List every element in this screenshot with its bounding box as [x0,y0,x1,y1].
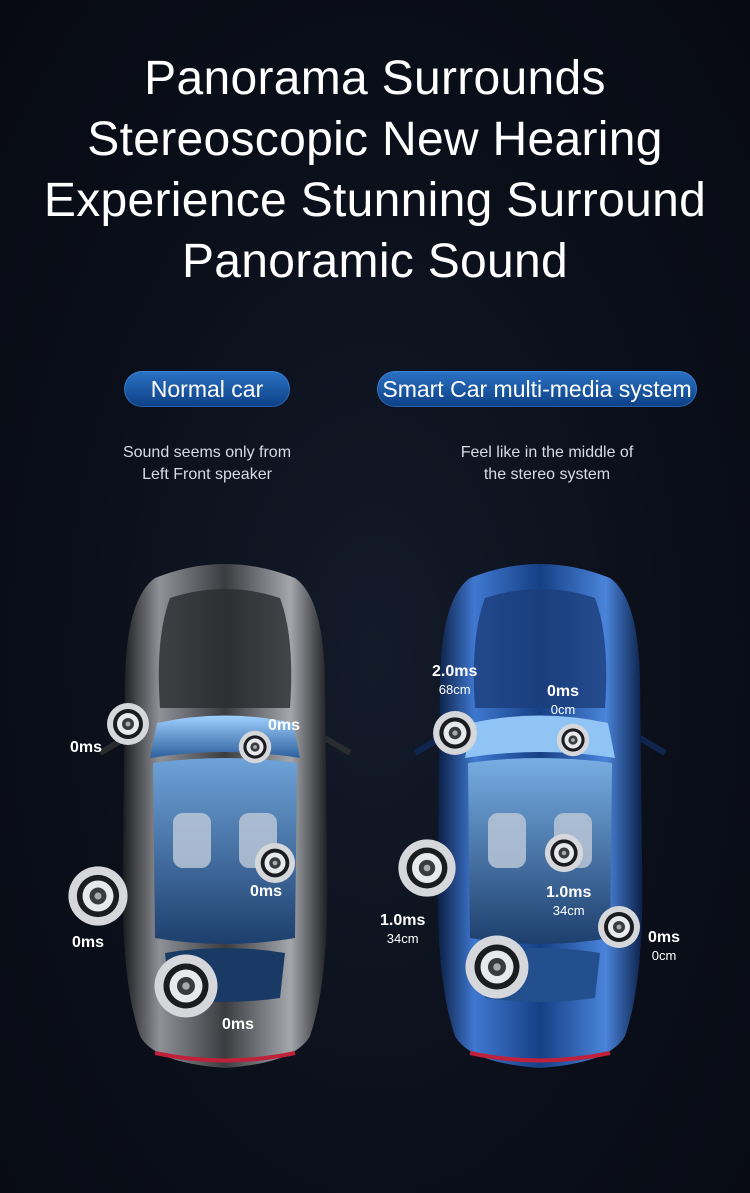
normal-car-badge: Normal car [124,371,290,407]
smart-speaker-side-label: 0ms 0cm [648,928,680,964]
smart-car-description-line-2: the stereo system [483,466,611,483]
speaker-front-left-label: 0ms [70,739,103,756]
speaker-icon [556,723,590,757]
normal-car-description-line-1: Sound seems only from [122,444,292,461]
smart-car-description-line-1: Feel like in the middle of [460,444,634,461]
headline-line-1: Panorama Surrounds [144,52,606,105]
speaker-icon [238,730,272,764]
smart-speaker-rear-right-delay: 1.0ms [546,884,592,901]
headline-line-4: Panoramic Sound [181,235,569,288]
page-headline: Panorama Surrounds Stereoscopic New Hear… [0,48,750,292]
speaker-rear-left-label: 0ms [72,934,105,951]
speaker-icon [68,866,128,926]
smart-car-illustration [413,564,667,1068]
speaker-icon [398,839,456,897]
speaker-subwoofer-label: 0ms [222,1016,255,1033]
smart-speaker-front-left-label: 2.0ms 68cm [432,662,477,698]
normal-car-description-line-2: Left Front speaker [142,466,272,483]
speaker-icon [254,842,296,884]
smart-speaker-front-left-delay: 2.0ms [432,663,478,680]
speaker-icon [465,935,529,999]
speaker-front-right-label: 0ms [268,717,301,734]
smart-speaker-rear-left-delay: 1.0ms [380,912,426,929]
speaker-icon [154,954,218,1018]
smart-speaker-rear-left-label: 1.0ms 34cm [380,911,425,947]
headline-line-2: Stereoscopic New Hearing [87,113,663,166]
speaker-icon [598,906,640,948]
smart-speaker-rear-right-label: 1.0ms 34cm [546,883,591,919]
speaker-rear-right-label: 0ms [250,883,283,900]
speaker-icon [433,711,477,755]
smart-speaker-rear-right-distance: 34cm [552,903,585,918]
smart-speaker-side-delay: 0ms [648,929,681,946]
speaker-icon [544,833,584,873]
smart-car-description: Feel like in the middle of the stereo sy… [397,442,697,486]
smart-speaker-front-right-delay: 0ms [547,683,580,700]
smart-speaker-side-distance: 0cm [651,948,677,963]
smart-speaker-front-right-distance: 0cm [550,702,576,717]
speaker-icon [107,703,149,745]
smart-speaker-rear-left-distance: 34cm [386,931,419,946]
normal-car-description: Sound seems only from Left Front speaker [57,442,357,486]
smart-speaker-front-left-distance: 68cm [438,682,471,697]
smart-speaker-front-right-label: 0ms 0cm [547,682,579,718]
headline-line-3: Experience Stunning Surround [43,174,707,227]
normal-car-illustration [98,564,352,1068]
smart-car-badge: Smart Car multi-media system [377,371,697,407]
